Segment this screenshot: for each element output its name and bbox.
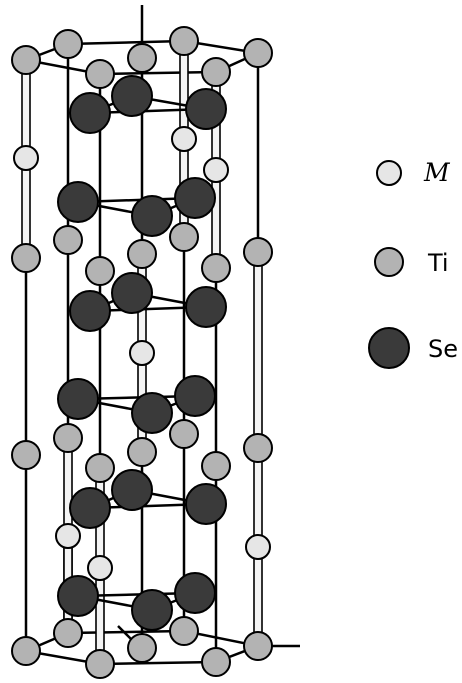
m-atom [87, 555, 113, 581]
legend-swatch-m [376, 160, 402, 186]
m-atom [171, 126, 197, 152]
legend-label-m: M [423, 158, 451, 187]
ti-atom [53, 618, 83, 648]
se-atom [69, 92, 111, 134]
ti-atom [243, 237, 273, 267]
se-atom [174, 375, 216, 417]
legend-label-ti: Ti [427, 249, 449, 277]
ti-atom [201, 253, 231, 283]
m-atom [245, 534, 271, 560]
legend-label-se: Se [428, 335, 458, 363]
b-axis-stub [117, 625, 133, 641]
ti-atom [85, 59, 115, 89]
ti-atom [169, 419, 199, 449]
se-atom [174, 177, 216, 219]
se-atom [69, 290, 111, 332]
ti-atom [85, 453, 115, 483]
se-atom [185, 88, 227, 130]
se-atom [185, 286, 227, 328]
ti-atom [201, 647, 231, 677]
se-atom [131, 589, 173, 631]
ti-atom [169, 26, 199, 56]
ti-atom [85, 256, 115, 286]
legend: M Ti Se [368, 158, 458, 369]
se-atom [174, 572, 216, 614]
m-atom [13, 145, 39, 171]
ti-atom [243, 433, 273, 463]
ti-atom [169, 222, 199, 252]
ti-atom [127, 437, 157, 467]
se-atom [69, 487, 111, 529]
ti-atom [53, 29, 83, 59]
ti-atom [127, 43, 157, 73]
se-atom [111, 272, 153, 314]
se-atom [111, 75, 153, 117]
ti-atom [243, 38, 273, 68]
se-atom [57, 181, 99, 223]
se-atom [57, 378, 99, 420]
se-atom [131, 195, 173, 237]
ti-atom [169, 616, 199, 646]
ti-atom [11, 243, 41, 273]
ti-atom [11, 636, 41, 666]
ti-atom [201, 57, 231, 87]
m-atom [129, 340, 155, 366]
se-atom [185, 483, 227, 525]
m-atom [203, 157, 229, 183]
ti-atom [243, 631, 273, 661]
ti-atom [127, 239, 157, 269]
m-atom [55, 523, 81, 549]
ti-atom [201, 451, 231, 481]
ti-atom [11, 440, 41, 470]
legend-swatch-se [368, 327, 410, 369]
se-atom [131, 392, 173, 434]
ti-atom [85, 649, 115, 679]
atoms [11, 26, 273, 679]
se-atom [57, 575, 99, 617]
ti-atom [127, 633, 157, 663]
ti-atom [11, 45, 41, 75]
legend-swatch-ti [374, 247, 404, 277]
ti-atom [53, 225, 83, 255]
se-atom [111, 469, 153, 511]
ti-atom [53, 423, 83, 453]
